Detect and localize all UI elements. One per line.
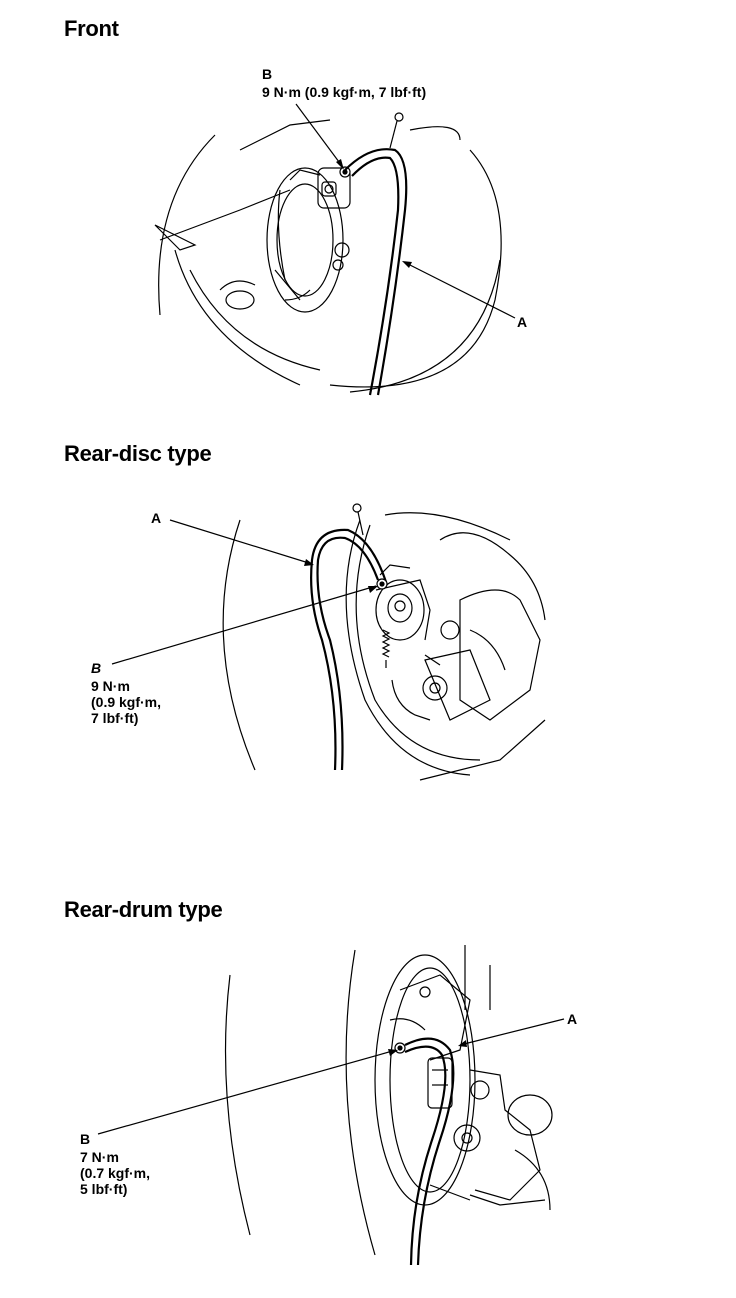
rear-disc-assembly-illustration xyxy=(111,503,546,781)
rear-disc-torque-line1: 9 N·m xyxy=(91,678,130,694)
front-wheel-assembly-illustration xyxy=(154,103,516,396)
rear-disc-torque-line3: 7 lbf·ft) xyxy=(91,710,139,726)
rear-drum-callout-b: B xyxy=(80,1131,91,1147)
rear-drum-title: Rear-drum type xyxy=(64,897,223,922)
rear-disc-torque-spec: 9 N·m (0.9 kgf·m, 7 lbf·ft) xyxy=(91,678,161,726)
front-title: Front xyxy=(64,16,119,41)
rear-drum-torque-line1: 7 N·m xyxy=(80,1149,119,1165)
front-torque-spec: 9 N·m (0.9 kgf·m, 7 lbf·ft) xyxy=(262,84,427,100)
rear-drum-torque-line2: (0.7 kgf·m, xyxy=(80,1165,151,1181)
rear-drum-torque-line3: 5 lbf·ft) xyxy=(80,1181,128,1197)
rear-disc-callout-b: B xyxy=(91,660,102,676)
rear-drum-assembly-illustration xyxy=(97,945,565,1266)
front-callout-a: A xyxy=(517,314,528,330)
rear-drum-torque-spec: 7 N·m (0.7 kgf·m, 5 lbf·ft) xyxy=(80,1149,150,1197)
rear-disc-torque-line2: (0.9 kgf·m, xyxy=(91,694,162,710)
rear-drum-callout-a: A xyxy=(567,1011,578,1027)
rear-disc-callout-a: A xyxy=(151,510,162,526)
front-callout-b: B xyxy=(262,66,273,82)
rear-disc-title: Rear-disc type xyxy=(64,441,212,466)
